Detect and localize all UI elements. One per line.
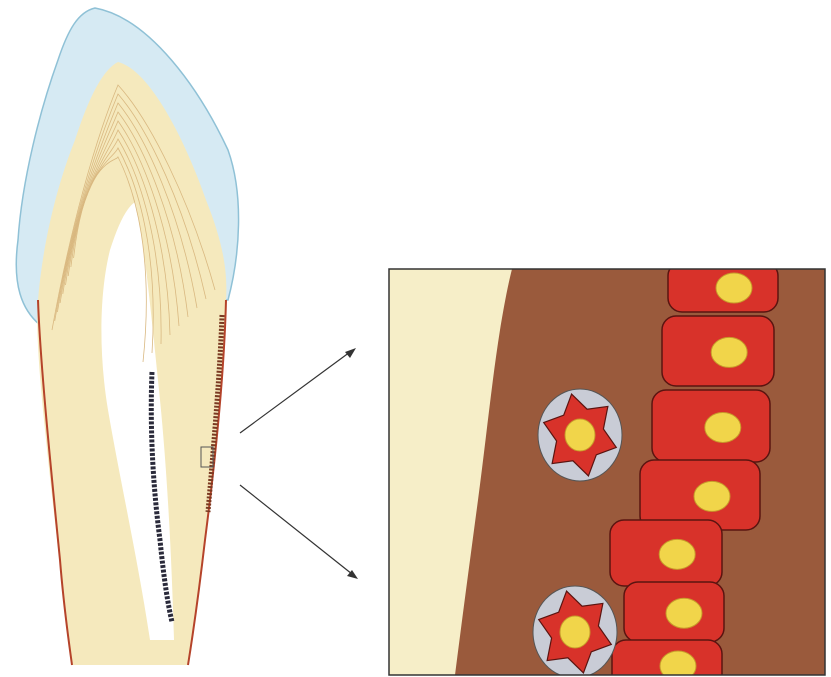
cell-nucleus	[716, 273, 752, 303]
cementoblast-cell	[652, 390, 770, 462]
arrow-upper	[240, 352, 350, 433]
cell-nucleus	[565, 419, 595, 451]
tooth-section	[16, 8, 238, 665]
cell-nucleus	[705, 412, 741, 442]
cell-nucleus	[659, 539, 695, 569]
cell-nucleus	[666, 598, 702, 628]
cementoblast-cell	[610, 520, 722, 586]
cell-nucleus	[560, 616, 590, 648]
detail-panel	[389, 262, 825, 677]
zoom-arrows	[240, 348, 358, 579]
cell-nucleus	[711, 337, 747, 367]
cementoblast-cell	[662, 316, 774, 386]
arrow-lower	[240, 485, 352, 574]
cell-nucleus	[694, 481, 730, 511]
cementoblast-cell	[612, 640, 722, 677]
arrow-upper-head	[345, 348, 356, 358]
cell-nucleus	[660, 651, 696, 677]
cementoblast-cell	[624, 582, 724, 642]
cementocyte	[533, 586, 617, 677]
cementocyte	[538, 389, 622, 481]
